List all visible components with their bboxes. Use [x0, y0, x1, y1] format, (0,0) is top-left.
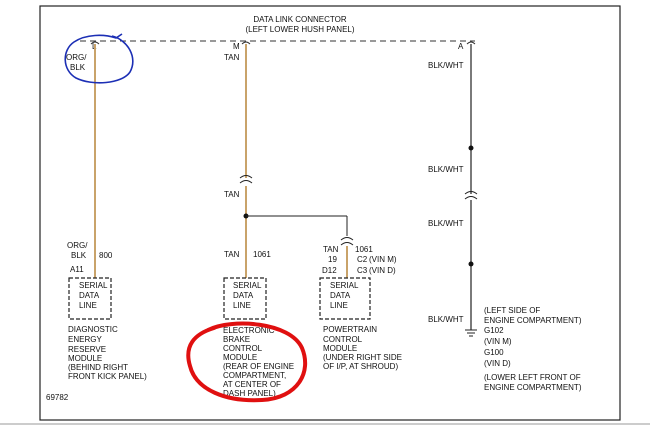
- ground-line-0: (LEFT SIDE OF: [484, 306, 540, 315]
- blk-wht-splice-1: [468, 145, 474, 151]
- ground-symbol: [465, 329, 477, 337]
- wire-tan-left-circuit: 1061: [253, 250, 271, 259]
- wire-tan-left-bot-label: TAN: [224, 250, 240, 259]
- blk-wht-splice-2: [468, 261, 474, 267]
- ground-line-7: (LOWER LEFT FRONT OF: [484, 373, 581, 382]
- sdm-label-4: (BEHIND RIGHT: [68, 363, 128, 372]
- pcm-box-line-0: SERIAL: [330, 281, 359, 290]
- sdm-label-1: ENERGY: [68, 335, 102, 344]
- pcm-box-line-1: DATA: [330, 291, 351, 300]
- wire-tan-mid-label: TAN: [224, 190, 240, 199]
- wire-org-blk-top-label-1: ORG/: [66, 53, 87, 62]
- pin-m-terminal: [241, 41, 251, 45]
- blk-wht-inline-connector: [464, 191, 478, 200]
- pin-l-terminal: [90, 41, 100, 45]
- ebcm-label-2: CONTROL: [223, 344, 263, 353]
- wire-org-blk-bot-label-1: ORG/: [67, 241, 88, 250]
- pcm-box-line-2: LINE: [330, 301, 348, 310]
- ebcm-label-3: MODULE: [223, 353, 257, 362]
- sdm-box-line-0: SERIAL: [79, 281, 108, 290]
- wire-tan-right-circuit: 1061: [355, 245, 373, 254]
- wire-org-blk-bot-label-2: BLK: [71, 251, 87, 260]
- sdm-module-box: [68, 277, 112, 320]
- pin-m-label: M: [233, 42, 240, 51]
- pcm-label-3: (UNDER RIGHT SIDE: [323, 353, 402, 362]
- pin-c2-note: (VIN M): [369, 255, 397, 264]
- pcm-label-2: MODULE: [323, 344, 357, 353]
- pcm-module-box: [319, 277, 371, 320]
- diagram-frame: [39, 5, 621, 421]
- wire-tan-right-bot-label: TAN: [323, 245, 339, 254]
- wire-tan-top-label: TAN: [224, 53, 240, 62]
- figure-number: 69782: [46, 393, 69, 402]
- blue-circle-annotation: [64, 33, 134, 84]
- sdm-box-line-2: LINE: [79, 301, 97, 310]
- ground-line-8: ENGINE COMPARTMENT): [484, 383, 582, 392]
- sdm-label-5: FRONT KICK PANEL): [68, 372, 147, 381]
- pcm-label-0: POWERTRAIN: [323, 325, 377, 334]
- ebcm-label-5: COMPARTMENT,: [223, 371, 286, 380]
- pcm-label-1: CONTROL: [323, 335, 363, 344]
- tan-inline-connector-1: [239, 175, 253, 184]
- ebcm-label-6: AT CENTER OF: [223, 380, 281, 389]
- red-circle-annotation: [186, 321, 308, 403]
- ground-line-3: (VIN M): [484, 337, 512, 346]
- ground-line-2: G102: [484, 326, 504, 335]
- sdm-label-2: RESERVE: [68, 345, 106, 354]
- pin-c3-note: (VIN D): [369, 266, 396, 275]
- connector-location: (LEFT LOWER HUSH PANEL): [245, 25, 354, 34]
- wire-blk-wht-label-1: BLK/WHT: [428, 61, 464, 70]
- pin-a11-label: A11: [70, 265, 84, 274]
- pcm-label-4: OF I/P, AT SHROUD): [323, 362, 398, 371]
- ground-line-5: (VIN D): [484, 359, 511, 368]
- ebcm-box-line-2: LINE: [233, 301, 251, 310]
- pin-c2-label: C2: [357, 255, 368, 264]
- sdm-label-3: MODULE: [68, 354, 102, 363]
- wire-tan-right-19: 19: [328, 255, 337, 264]
- pin-a-label: A: [458, 42, 464, 51]
- connector-title: DATA LINK CONNECTOR: [253, 15, 347, 24]
- sdm-box-line-1: DATA: [79, 291, 100, 300]
- ebcm-box-line-1: DATA: [233, 291, 254, 300]
- tan-inline-connector-2: [340, 237, 354, 246]
- ebcm-label-1: BRAKE: [223, 335, 250, 344]
- wire-org-blk-circuit: 800: [99, 251, 113, 260]
- ground-line-1: ENGINE COMPARTMENT): [484, 316, 582, 325]
- sdm-label-0: DIAGNOSTIC: [68, 325, 118, 334]
- pin-d12-label: D12: [322, 266, 337, 275]
- ebcm-box-line-0: SERIAL: [233, 281, 262, 290]
- ebcm-label-0: ELECTRONIC: [223, 326, 275, 335]
- wire-org-blk-top-label-2: BLK: [70, 63, 86, 72]
- wire-blk-wht-label-3: BLK/WHT: [428, 219, 464, 228]
- ebcm-label-4: (REAR OF ENGINE: [223, 362, 294, 371]
- ebcm-label-7: DASH PANEL): [223, 389, 276, 398]
- pin-c3-label: C3: [357, 266, 368, 275]
- ebcm-module-box: [223, 277, 267, 320]
- ground-line-4: G100: [484, 348, 504, 357]
- wire-blk-wht-label-4: BLK/WHT: [428, 315, 464, 324]
- pin-a-terminal: [466, 41, 476, 45]
- wire-blk-wht-label-2: BLK/WHT: [428, 165, 464, 174]
